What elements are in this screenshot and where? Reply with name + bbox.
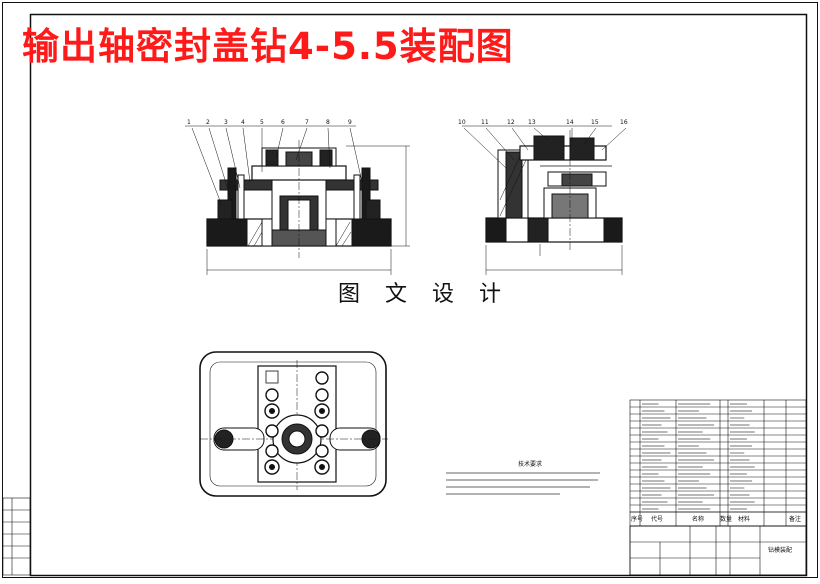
side-view-balloons: 10 11 12 13 14 15 16 [458, 119, 628, 126]
balloon-12: 12 [507, 119, 515, 126]
bom-header-code: 代号 [651, 515, 663, 523]
tech-notes-heading: 技术要求 [518, 460, 542, 468]
bom-header-qty: 数量 [720, 515, 732, 523]
bom-header-remark: 备注 [789, 515, 801, 523]
title-block-name: 钻模装配 [768, 546, 792, 554]
balloon-13: 13 [528, 119, 536, 126]
drawing-title: 输出轴密封盖钻4-5.5装配图 [22, 25, 514, 68]
bom-header-labels: 序号 代号 名称 数量 材料 备注 钻模装配 [631, 515, 801, 554]
top-view [199, 351, 388, 497]
bom-header-name: 名称 [692, 515, 704, 523]
parts-list [629, 399, 807, 576]
balloon-10: 10 [458, 119, 466, 126]
binding-strip [2, 497, 31, 576]
inner-frame [29, 13, 808, 577]
balloon-16: 16 [620, 119, 628, 126]
bom-text-lines [642, 403, 755, 510]
balloon-14: 14 [566, 119, 574, 126]
watermark: 图 文 设 计 [338, 282, 510, 307]
technical-notes: 技术要求 [446, 460, 600, 495]
balloon-9: 9 [348, 119, 352, 126]
balloon-4: 4 [241, 119, 245, 126]
balloon-2: 2 [206, 119, 210, 126]
balloon-6: 6 [281, 119, 285, 126]
side-view [462, 125, 627, 275]
bom-header-material: 材料 [738, 515, 750, 523]
balloon-7: 7 [305, 119, 309, 126]
balloon-15: 15 [591, 119, 599, 126]
balloon-5: 5 [260, 119, 264, 126]
balloon-11: 11 [481, 119, 489, 126]
balloon-8: 8 [326, 119, 330, 126]
balloon-3: 3 [224, 119, 228, 126]
front-view-balloons: 1 2 3 4 5 6 7 8 9 [187, 119, 352, 126]
front-view [185, 125, 410, 275]
bom-header-seq: 序号 [631, 515, 643, 523]
balloon-1: 1 [187, 119, 191, 126]
